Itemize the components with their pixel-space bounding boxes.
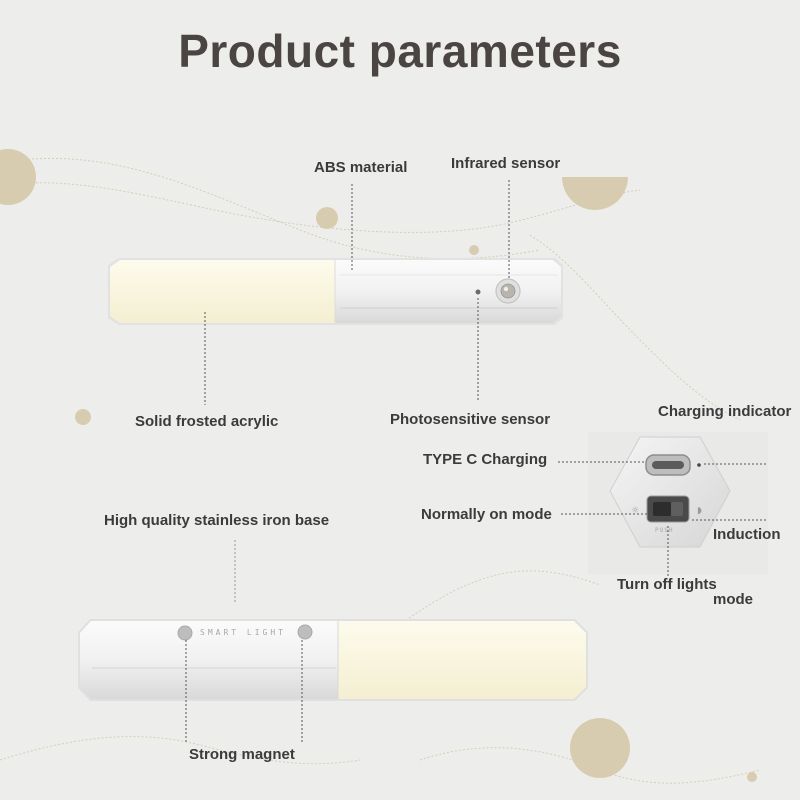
callout-lines-bottom — [185, 540, 303, 742]
decorative-dot — [570, 718, 630, 778]
label-stainless-base: High quality stainless iron base — [104, 512, 330, 529]
lamp-engraving: SMART LIGHT — [200, 628, 286, 637]
label-strong-magnet: Strong magnet — [189, 746, 295, 763]
svg-text:◗: ◗ — [697, 506, 702, 516]
photosensitive-sensor-dot — [475, 289, 481, 295]
label-infrared-sensor: Infrared sensor — [451, 155, 561, 172]
decorative-dot — [469, 245, 479, 255]
decorative-dot — [747, 772, 757, 782]
decorative-dot — [562, 177, 628, 210]
label-abs-material: ABS material — [314, 159, 408, 176]
callout-lines-top — [204, 180, 510, 405]
top-lamp — [108, 258, 563, 325]
label-charging-indicator: Charging indicator — [658, 403, 792, 420]
acrylic-diffuser — [110, 260, 335, 323]
magnet-right — [297, 624, 313, 640]
decorative-dot — [316, 207, 338, 229]
svg-text:☼: ☼ — [631, 506, 639, 516]
page-title: Product parameters — [178, 25, 622, 77]
port-marking: PUSH — [655, 527, 674, 534]
abs-housing — [335, 260, 561, 323]
label-normally-on-mode: Normally on mode — [421, 506, 552, 523]
acrylic-diffuser-bottom — [338, 621, 586, 699]
label-photosensitive-sensor: Photosensitive sensor — [390, 411, 551, 428]
label-mode: mode — [713, 591, 754, 608]
end-cap-detail: ☼ ◗ — [588, 432, 768, 574]
magnet-left — [177, 625, 193, 641]
label-turn-off-lights: Turn off lights — [617, 576, 717, 593]
label-induction: Induction — [713, 526, 781, 543]
label-type-c-charging: TYPE C Charging — [423, 451, 548, 468]
charging-indicator-dot — [697, 463, 701, 467]
decorative-dot — [75, 409, 91, 425]
decorative-dot — [0, 149, 36, 205]
callout-lines-hex — [558, 461, 768, 578]
label-solid-frosted-acrylic: Solid frosted acrylic — [135, 413, 279, 430]
bottom-lamp — [78, 619, 588, 701]
stainless-base — [80, 621, 338, 699]
